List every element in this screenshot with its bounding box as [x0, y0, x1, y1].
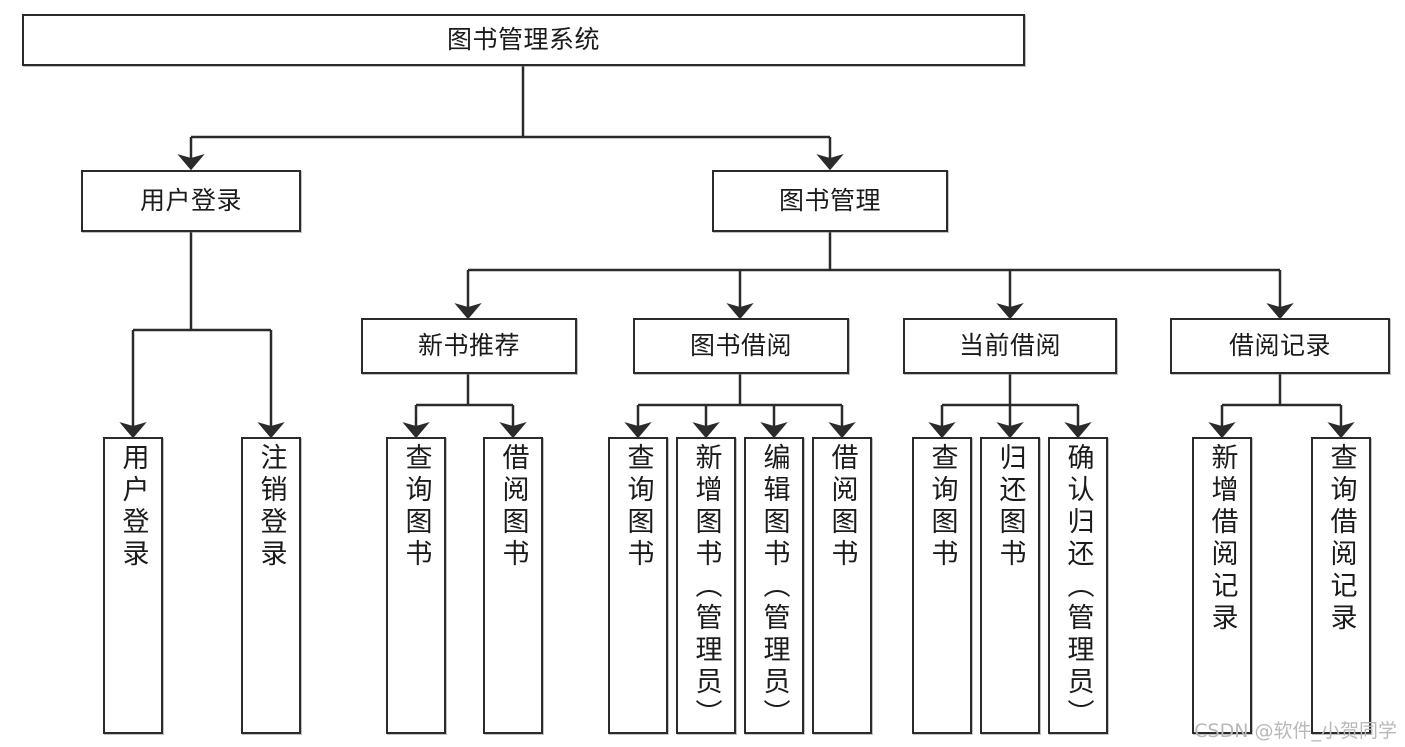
leaf-book-borrow-query-book[interactable]: 查询图书	[608, 437, 668, 734]
leaf-book-borrow-borrow-book[interactable]: 借阅图书	[812, 437, 872, 734]
leaf-current-borrow-query-book[interactable]: 查询图书	[912, 437, 972, 734]
node-label: 注销登录	[255, 443, 287, 571]
csdn-watermark: CSDN @软件_小贺同学	[1194, 720, 1397, 742]
node-label: 新增图书（管理员）	[690, 443, 722, 731]
node-label: 查询借阅记录	[1325, 443, 1357, 635]
node-label: 新增借阅记录	[1206, 443, 1238, 635]
node-label: 用户登录	[139, 186, 242, 216]
leaf-borrow-record-add-record[interactable]: 新增借阅记录	[1192, 437, 1252, 734]
node-book-borrow[interactable]: 图书借阅	[633, 318, 849, 374]
node-label: 图书借阅	[689, 331, 792, 361]
node-label: 图书管理系统	[446, 25, 600, 55]
node-new-book-recommend[interactable]: 新书推荐	[361, 318, 577, 374]
node-label: 借阅图书	[826, 443, 858, 571]
node-current-borrow[interactable]: 当前借阅	[903, 318, 1117, 374]
node-label: 借阅记录	[1228, 331, 1331, 361]
node-label: 用户登录	[117, 443, 149, 571]
node-label: 新书推荐	[417, 331, 520, 361]
node-label: 查询图书	[400, 443, 432, 571]
node-label: 归还图书	[994, 443, 1026, 571]
leaf-book-borrow-add-book-admin[interactable]: 新增图书（管理员）	[676, 437, 736, 734]
node-label: 确认归还（管理员）	[1062, 443, 1094, 731]
leaf-user-login-logout[interactable]: 注销登录	[241, 437, 301, 734]
node-label: 查询图书	[926, 443, 958, 571]
leaf-new-book-query-book[interactable]: 查询图书	[386, 437, 446, 734]
leaf-new-book-borrow-book[interactable]: 借阅图书	[483, 437, 543, 734]
leaf-borrow-record-query-record[interactable]: 查询借阅记录	[1311, 437, 1371, 734]
leaf-current-borrow-return-book[interactable]: 归还图书	[980, 437, 1040, 734]
node-borrow-record[interactable]: 借阅记录	[1170, 318, 1390, 374]
node-book-management[interactable]: 图书管理	[712, 170, 948, 232]
node-label: 借阅图书	[497, 443, 529, 571]
node-label: 图书管理	[778, 186, 881, 216]
node-label: 编辑图书（管理员）	[758, 443, 790, 731]
leaf-book-borrow-edit-book-admin[interactable]: 编辑图书（管理员）	[744, 437, 804, 734]
leaf-current-borrow-confirm-return-admin[interactable]: 确认归还（管理员）	[1048, 437, 1108, 734]
leaf-user-login-login[interactable]: 用户登录	[103, 437, 163, 734]
node-label: 当前借阅	[958, 331, 1061, 361]
node-root-book-management-system[interactable]: 图书管理系统	[22, 14, 1025, 66]
node-label: 查询图书	[622, 443, 654, 571]
node-user-login[interactable]: 用户登录	[81, 170, 301, 232]
